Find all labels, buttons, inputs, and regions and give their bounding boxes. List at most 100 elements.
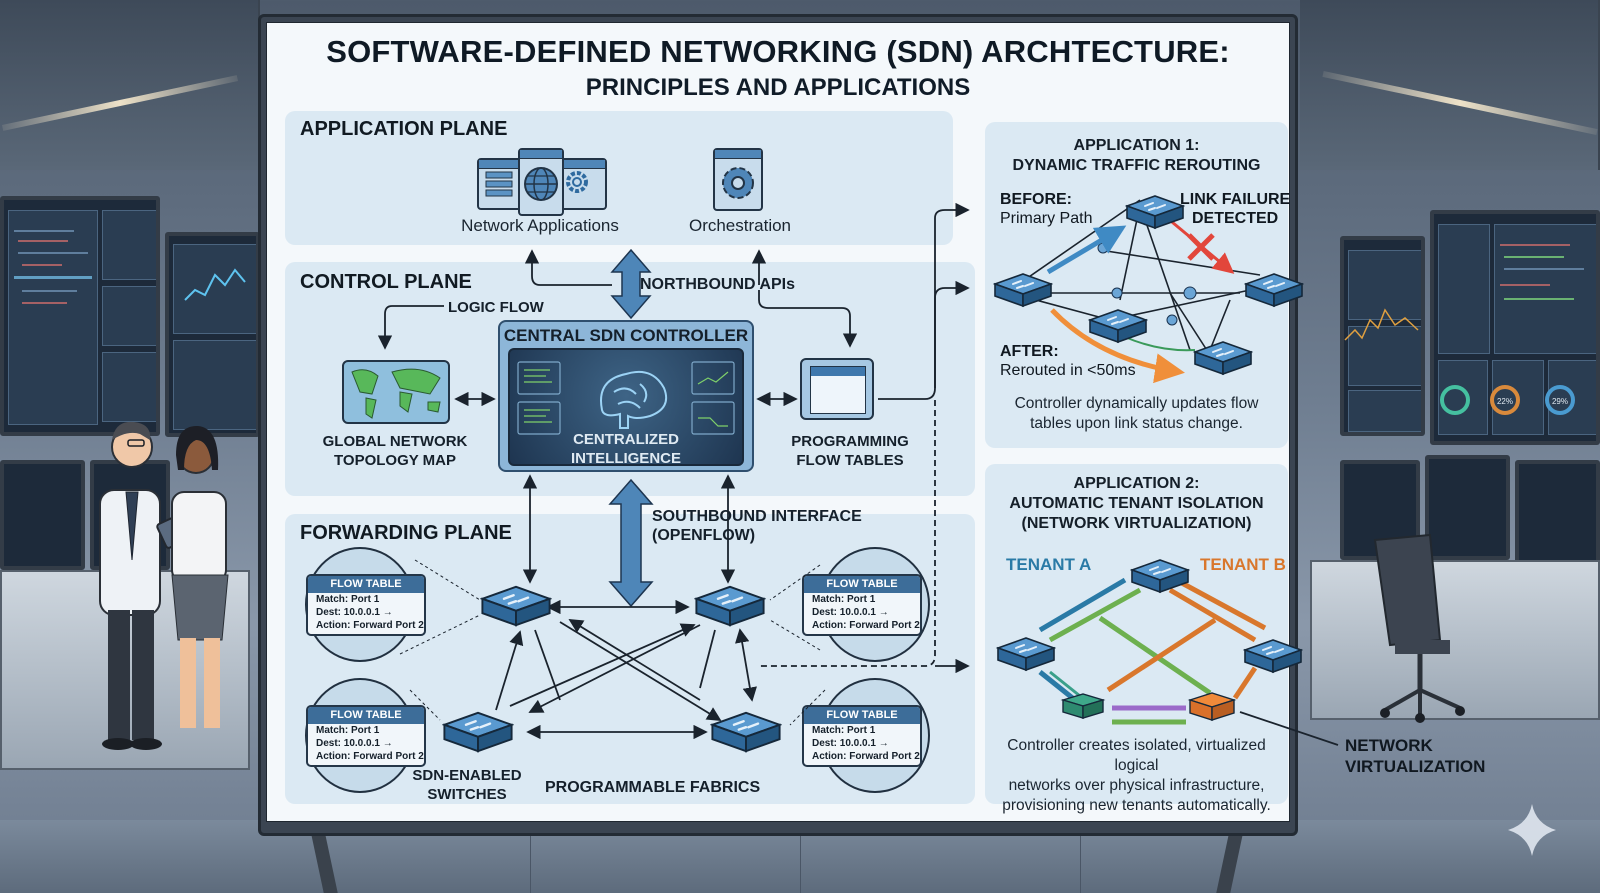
flow-table-match: Match: Port 1 bbox=[316, 594, 380, 605]
app2-desc-line2: networks over physical infrastructure, bbox=[1008, 777, 1265, 794]
forwarding-plane-label: FORWARDING PLANE bbox=[300, 522, 512, 544]
controller-side-panels bbox=[517, 361, 735, 435]
flow-table-match: Match: Port 1 bbox=[812, 725, 876, 736]
brain-icon bbox=[600, 370, 668, 429]
application2-title-line3: (NETWORK VIRTUALIZATION) bbox=[1021, 515, 1252, 532]
flow-table-header: FLOW TABLE bbox=[308, 707, 424, 724]
before-label-title: BEFORE: bbox=[1000, 191, 1072, 208]
southbound-interface-arrow bbox=[608, 478, 654, 608]
southbound-line1: SOUTHBOUND INTERFACE bbox=[652, 508, 862, 525]
gear-icon bbox=[722, 167, 754, 199]
app2-desc-line1: Controller creates isolated, virtualized… bbox=[1007, 737, 1266, 774]
flow-table-icon bbox=[800, 358, 874, 420]
flow-table-dest: Dest: 10.0.0.1 → bbox=[812, 607, 889, 618]
northbound-api-arrow bbox=[610, 248, 652, 320]
flow-table-action: Action: Forward Port 2 bbox=[812, 620, 920, 631]
app2-switch-icon bbox=[997, 637, 1055, 671]
flow-table-action: Action: Forward Port 2 bbox=[316, 751, 424, 762]
primary-path-arrow bbox=[1046, 225, 1127, 275]
callout-leader-line bbox=[1239, 711, 1339, 746]
application1-title-line1: APPLICATION 1: bbox=[1073, 137, 1200, 154]
rerouted-link bbox=[1124, 336, 1196, 352]
before-label-text: Primary Path bbox=[1000, 210, 1093, 227]
after-label: AFTER: Rerouted in <50ms bbox=[1000, 342, 1136, 380]
dashed-link-to-fabric bbox=[760, 400, 936, 667]
wall-monitor-charts bbox=[165, 232, 260, 437]
desk-monitor bbox=[1425, 455, 1510, 560]
arrow-to-network-applications bbox=[524, 249, 612, 286]
person-man bbox=[99, 421, 162, 750]
sparkle-icon bbox=[1508, 804, 1556, 856]
diagram-title: SOFTWARE-DEFINED NETWORKING (SDN) ARCHTE… bbox=[326, 34, 1230, 69]
world-map-icon bbox=[351, 368, 441, 419]
failure-line1: LINK FAILURE bbox=[1180, 191, 1291, 208]
gear-icon bbox=[566, 171, 588, 193]
flow-table-card: FLOW TABLE Match: Port 1 Dest: 10.0.0.1 … bbox=[306, 574, 426, 636]
fabric-links bbox=[495, 599, 757, 740]
flow-table-action: Action: Forward Port 2 bbox=[812, 751, 920, 762]
orchestration-label: Orchestration bbox=[688, 216, 792, 235]
gauge-ring bbox=[1440, 385, 1575, 415]
app1-desc-line2: tables upon link status change. bbox=[1030, 415, 1243, 432]
flow-table-card: FLOW TABLE Match: Port 1 Dest: 10.0.0.1 … bbox=[802, 574, 922, 636]
control-plane-label: CONTROL PLANE bbox=[300, 271, 472, 293]
network-applications-label: Network Applications bbox=[461, 216, 619, 235]
application-plane-label: APPLICATION PLANE bbox=[300, 118, 508, 140]
tenant-b-switch-icon bbox=[1187, 692, 1237, 721]
sdn-switch-icon bbox=[443, 711, 513, 753]
network-virtualization-callout: NETWORK VIRTUALIZATION bbox=[1345, 735, 1485, 777]
controller-center-line2: INTELLIGENCE bbox=[570, 450, 681, 467]
callout-line1: NETWORK bbox=[1345, 736, 1433, 755]
after-label-title: AFTER: bbox=[1000, 343, 1059, 360]
flow-table-match: Match: Port 1 bbox=[812, 594, 876, 605]
office-chair bbox=[1373, 533, 1465, 723]
desk bbox=[1310, 560, 1600, 720]
app2-switch-icon bbox=[1131, 559, 1189, 593]
app1-desc-line1: Controller dynamically updates flow bbox=[1014, 395, 1259, 412]
failure-x-icon bbox=[1187, 233, 1215, 261]
sdn-switch-icon bbox=[711, 711, 781, 753]
app1-switch-icon bbox=[1194, 341, 1252, 375]
arrow-to-application1 bbox=[878, 202, 970, 400]
link-failure-label: LINK FAILURE DETECTED bbox=[1180, 190, 1290, 228]
application-plane-panel bbox=[285, 111, 953, 245]
flow-table-action: Action: Forward Port 2 bbox=[316, 620, 424, 631]
monitor-chart-line bbox=[184, 268, 246, 301]
application1-description: Controller dynamically updates flow tabl… bbox=[985, 394, 1288, 434]
topology-label-line2: TOPOLOGY MAP bbox=[334, 452, 456, 469]
before-label: BEFORE: Primary Path bbox=[1000, 190, 1092, 228]
tenant-b-label: TENANT B bbox=[1200, 555, 1286, 574]
diagram-subtitle: PRINCIPLES AND APPLICATIONS bbox=[585, 74, 971, 101]
callout-line2: VIRTUALIZATION bbox=[1345, 757, 1486, 776]
app2-desc-line3: provisioning new tenants automatically. bbox=[1002, 797, 1271, 814]
monitor-chart-line bbox=[1344, 308, 1419, 341]
application2-description: Controller creates isolated, virtualized… bbox=[985, 736, 1288, 816]
app1-switch-icon bbox=[1245, 273, 1303, 307]
desk-monitor bbox=[0, 460, 85, 570]
gauge-value: 22% bbox=[1497, 397, 1513, 406]
tenant-a-label: TENANT A bbox=[1006, 555, 1092, 574]
flow-tables-label-line1: PROGRAMMING bbox=[791, 433, 909, 450]
gauge-value: 29% bbox=[1552, 397, 1568, 406]
application2-title: APPLICATION 2: AUTOMATIC TENANT ISOLATIO… bbox=[985, 474, 1288, 534]
application1-title: APPLICATION 1: DYNAMIC TRAFFIC REROUTING bbox=[985, 136, 1288, 176]
flow-table-card: FLOW TABLE Match: Port 1 Dest: 10.0.0.1 … bbox=[306, 705, 426, 767]
controller-center-label: CENTRALIZED INTELLIGENCE bbox=[508, 430, 744, 468]
controller-title: CENTRAL SDN CONTROLLER bbox=[503, 326, 749, 345]
logic-flow-arrow bbox=[377, 305, 444, 350]
flow-table-header: FLOW TABLE bbox=[804, 707, 920, 724]
globe-icon bbox=[524, 167, 558, 201]
rerouted-path-arrow bbox=[1050, 308, 1185, 384]
flow-table-header: FLOW TABLE bbox=[804, 576, 920, 593]
topology-label: GLOBAL NETWORK TOPOLOGY MAP bbox=[315, 432, 475, 470]
arrow-to-application1-network bbox=[934, 280, 970, 388]
person-woman bbox=[171, 425, 229, 728]
switches-line1: SDN-ENABLED bbox=[412, 767, 522, 784]
application2-title-line2: AUTOMATIC TENANT ISOLATION bbox=[1009, 495, 1264, 512]
after-label-text: Rerouted in <50ms bbox=[1000, 362, 1136, 379]
northbound-apis-label: NORTHBOUND APIs bbox=[640, 276, 795, 293]
flow-table-header: FLOW TABLE bbox=[308, 576, 424, 593]
programmable-fabrics-label: PROGRAMMABLE FABRICS bbox=[545, 779, 761, 796]
